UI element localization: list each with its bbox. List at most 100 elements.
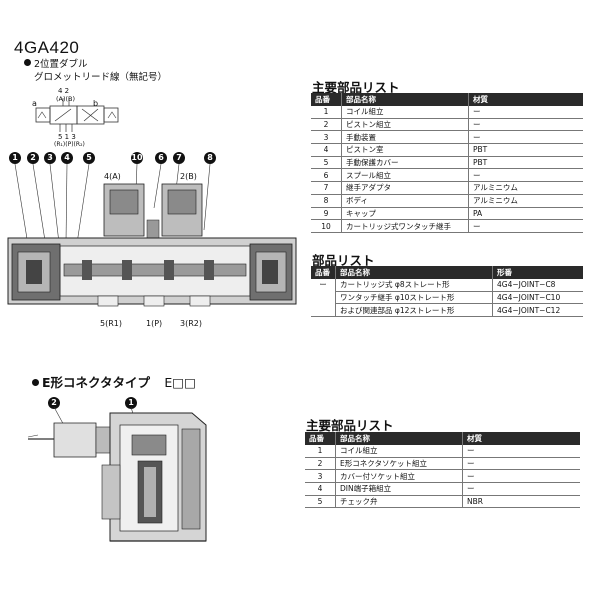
table-header-row: 品番 部品名称 材質 bbox=[305, 432, 580, 445]
valve-symbol-diagram bbox=[35, 98, 119, 132]
cell-name: コイル組立 bbox=[341, 106, 469, 119]
callout-4: 4 bbox=[61, 152, 73, 164]
col-header-material: 材質 bbox=[462, 432, 580, 445]
cell-name: 手動装置 bbox=[341, 130, 469, 145]
port-label-b: 2(B) bbox=[180, 172, 197, 181]
cell-no: 9 bbox=[311, 207, 342, 221]
cell-name: コイル組立 bbox=[335, 445, 463, 458]
cell-material: PA bbox=[468, 207, 583, 221]
econn-callout-2: 2 bbox=[48, 397, 60, 409]
cell-material: NBR bbox=[462, 495, 580, 509]
col-header-no: 品番 bbox=[311, 266, 336, 279]
subtitle-line1: 2位置ダブル bbox=[34, 59, 88, 70]
econn-parts-title: 主要部品リスト bbox=[306, 418, 394, 433]
symbol-a-label: a bbox=[32, 99, 37, 108]
cell-no: 8 bbox=[311, 194, 342, 208]
cell-material: PBT bbox=[468, 143, 583, 157]
parts-title: 部品リスト bbox=[312, 253, 375, 268]
econn-code: E□□ bbox=[164, 375, 196, 390]
port-label-a: 4(A) bbox=[104, 172, 121, 181]
callout-2: 2 bbox=[27, 152, 39, 164]
code-2: 4G4−JOINT−C10 bbox=[492, 291, 583, 305]
table-row: ワンタッチ継手 φ10ストレート形 4G4−JOINT−C10 bbox=[311, 291, 583, 305]
cell-material: アルミニウム bbox=[468, 194, 583, 208]
col-header-no: 品番 bbox=[305, 432, 336, 445]
cell-material: アルミニウム bbox=[468, 181, 583, 195]
callout-10: 10 bbox=[131, 152, 143, 164]
bullet-icon bbox=[24, 59, 31, 66]
callout-7: 7 bbox=[173, 152, 185, 164]
parts-table: 品番 部品名称 形番 ー カートリッジ式 φ8ストレート形 4G4−JOINT−… bbox=[311, 266, 583, 318]
cell-name: E形コネクタソケット組立 bbox=[335, 457, 463, 471]
cell-name: DIN端子箱組立 bbox=[335, 482, 463, 496]
name-cell: および関連部品 φ12ストレート形 bbox=[335, 303, 493, 318]
size-1: φ8ストレート形 bbox=[394, 280, 450, 290]
cell-no: 10 bbox=[311, 219, 342, 233]
cell-no: 1 bbox=[311, 106, 342, 119]
cell-name: カバー付ソケット組立 bbox=[335, 469, 463, 484]
cell-name: チェック弁 bbox=[335, 495, 463, 509]
cell-name: ピストン組立 bbox=[341, 118, 469, 132]
table-row: および関連部品 φ12ストレート形 4G4−JOINT−C12 bbox=[311, 303, 583, 318]
name-line-3: および関連部品 bbox=[340, 305, 393, 315]
symbol-b-label: b bbox=[93, 99, 99, 108]
cell-material: ー bbox=[462, 482, 580, 496]
cell-no: 6 bbox=[311, 168, 342, 183]
cell-no: 5 bbox=[311, 156, 342, 170]
cell-material: ー bbox=[468, 130, 583, 145]
col-header-material: 材質 bbox=[468, 93, 583, 106]
cell-no: 2 bbox=[305, 457, 336, 471]
cell-material: ー bbox=[462, 469, 580, 484]
cell-name: 継手アダプタ bbox=[341, 181, 469, 195]
col-header-name: 部品名称 bbox=[335, 432, 463, 445]
model-number: 4GA420 bbox=[14, 38, 80, 57]
name-line-1: カートリッジ式 bbox=[340, 280, 393, 290]
name-line-2: ワンタッチ継手 bbox=[340, 293, 393, 303]
col-header-no: 品番 bbox=[311, 93, 342, 106]
cell-no: 7 bbox=[311, 181, 342, 195]
cell-name: ボディ bbox=[341, 194, 469, 208]
name-cell: カートリッジ式 φ8ストレート形 bbox=[335, 279, 493, 292]
econn-callout-1: 1 bbox=[125, 397, 137, 409]
item-no: ー bbox=[311, 279, 336, 318]
symbol-top-sub: (A)(B) bbox=[56, 95, 76, 103]
subtitle-block: 2位置ダブル グロメットリード線（無記号） bbox=[24, 58, 167, 84]
cell-no: 5 bbox=[305, 495, 336, 509]
port-label-r1: 5(R1) bbox=[100, 319, 122, 328]
cell-material: ー bbox=[468, 168, 583, 183]
symbol-bottom-ports: 5 1 3 bbox=[58, 133, 76, 141]
code-1: 4G4−JOINT−C8 bbox=[492, 279, 583, 292]
cell-name: ピストン室 bbox=[341, 143, 469, 157]
cell-material: ー bbox=[468, 118, 583, 132]
cell-material: ー bbox=[468, 219, 583, 233]
cell-no: 2 bbox=[311, 118, 342, 132]
name-cell: ワンタッチ継手 φ10ストレート形 bbox=[335, 291, 493, 305]
port-label-r2: 3(R2) bbox=[180, 319, 202, 328]
cell-material: ー bbox=[462, 457, 580, 471]
cell-material: ー bbox=[462, 445, 580, 458]
econn-heading: E形コネクタタイプ E□□ bbox=[32, 372, 196, 391]
cell-name: キャップ bbox=[341, 207, 469, 221]
subtitle-line2: グロメットリード線（無記号） bbox=[34, 72, 168, 83]
econn-cross-section bbox=[27, 406, 207, 542]
cell-no: 4 bbox=[311, 143, 342, 157]
col-header-name: 部品名称 bbox=[341, 93, 469, 106]
cell-no: 3 bbox=[311, 130, 342, 145]
cell-name: カートリッジ式ワンタッチ継手 bbox=[341, 219, 469, 233]
